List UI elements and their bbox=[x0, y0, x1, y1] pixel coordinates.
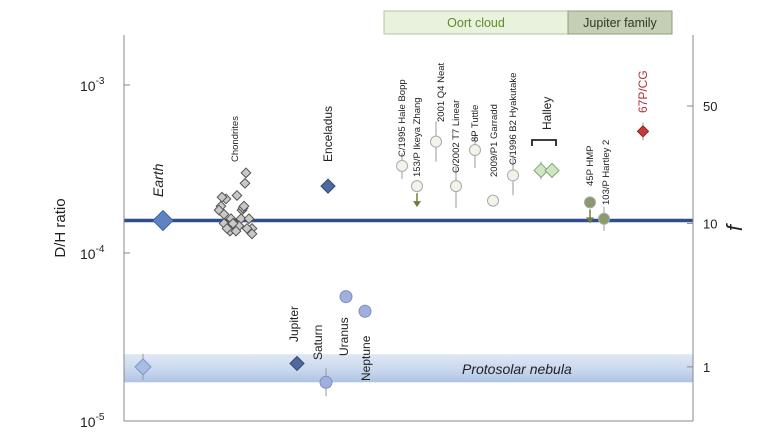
halley-bracket-label: Halley bbox=[540, 97, 554, 130]
chondrite-marker bbox=[246, 228, 258, 240]
header-jupiter-family bbox=[567, 10, 673, 35]
earth-marker bbox=[152, 209, 174, 232]
y-axis-label: D/H ratio bbox=[52, 198, 69, 257]
chondrite-marker bbox=[231, 189, 243, 201]
45p-hmp-marker bbox=[584, 196, 596, 209]
y-tick-label: 10-5 bbox=[80, 412, 105, 430]
bands-layer bbox=[124, 354, 693, 383]
enceladus-label: Enceladus bbox=[321, 106, 335, 162]
153-p-ikeya-zhang-upper-limit-arrow bbox=[413, 193, 421, 208]
2009-p1-garradd-label: 2009/P1 Garradd bbox=[489, 104, 500, 177]
y-tick-label: 10-4 bbox=[80, 244, 105, 262]
saturn-marker bbox=[319, 375, 333, 389]
neptune-label: Neptune bbox=[359, 335, 373, 381]
45p-hmp-label: 45P HMP bbox=[585, 146, 596, 186]
2001-q4-neat-marker bbox=[430, 135, 442, 148]
header-oort-cloud-label: Oort cloud bbox=[447, 16, 505, 30]
jupiter-label: Jupiter bbox=[287, 306, 301, 342]
labels-layer: Protosolar nebula Earth Chondrites Enceladu… bbox=[150, 62, 650, 381]
c-1996-b2-hyakutake-label: C/1996 B2 Hyakutake bbox=[508, 73, 519, 165]
y2-tick-label: 50 bbox=[703, 99, 717, 114]
jupiter-marker bbox=[289, 355, 305, 372]
67p-marker bbox=[636, 125, 650, 138]
103-p-hartley-2-label: 103/P Hartley 2 bbox=[601, 140, 612, 205]
earth-label: Earth bbox=[150, 163, 166, 197]
chondrite-marker bbox=[243, 213, 255, 225]
axes-layer bbox=[123, 35, 694, 422]
c-1996-b2-hyakutake-marker bbox=[507, 169, 519, 182]
8p-tuttle-marker bbox=[469, 144, 481, 157]
chondrite-marker bbox=[227, 217, 239, 229]
y-tick-label: 10-3 bbox=[80, 76, 105, 94]
153-p-ikeya-zhang-marker bbox=[411, 180, 423, 193]
y2-tick-label: 1 bbox=[703, 360, 710, 375]
8p-tuttle-label: 8P Tuttle bbox=[470, 105, 481, 142]
2001-q4-neat-label: 2001 Q4 Neat bbox=[436, 62, 447, 122]
uranus-label: Uranus bbox=[337, 317, 351, 356]
chondrite-marker bbox=[221, 222, 233, 234]
halley-bracket bbox=[531, 139, 557, 146]
67p-label: 67P/CG bbox=[636, 70, 650, 113]
chondrite-marker bbox=[239, 177, 251, 189]
y2-axis-label: f bbox=[722, 222, 747, 231]
c-1995-hale-bopp-marker bbox=[396, 159, 408, 172]
c-2002-t7-linear-marker bbox=[450, 180, 462, 193]
protosolar-band bbox=[124, 354, 693, 383]
saturn-label: Saturn bbox=[311, 325, 325, 360]
chondrite-marker bbox=[230, 225, 242, 237]
45p-hmp-upper-limit-arrow bbox=[586, 209, 594, 224]
chondrites-label: Chondrites bbox=[230, 116, 241, 162]
chondrite-marker bbox=[241, 222, 253, 234]
chondrite-marker bbox=[240, 167, 252, 179]
uranus-marker bbox=[339, 290, 353, 304]
protosolar-band-label: Protosolar nebula bbox=[462, 361, 572, 377]
protosolar-marker bbox=[134, 358, 152, 376]
103-p-hartley-2-marker bbox=[598, 212, 610, 225]
chondrite-marker bbox=[238, 200, 250, 212]
c-1995-hale-bopp-label: C/1995 Hale Bopp bbox=[397, 79, 408, 157]
ticks-layer: 10-3 10-4 10-5 50 10 1 bbox=[80, 76, 717, 430]
header-jupiter-family-label: Jupiter family bbox=[583, 16, 657, 30]
c-2002-t7-linear-label: C/2002 T7 Linear bbox=[451, 100, 462, 173]
neptune-marker bbox=[358, 304, 372, 318]
153-p-ikeya-zhang-label: 153/P Ikeya Zhang bbox=[412, 97, 423, 177]
y2-tick-label: 10 bbox=[703, 216, 717, 231]
halley-marker bbox=[533, 162, 549, 179]
points-layer bbox=[134, 121, 650, 397]
group-headers-layer: Oort cloud Jupiter family bbox=[383, 10, 673, 35]
153-p-ikeya-zhang-upper-limit-arrow-head bbox=[413, 201, 421, 208]
2009-p1-garradd-marker bbox=[487, 194, 499, 207]
enceladus-marker bbox=[320, 178, 336, 194]
45p-hmp-upper-limit-arrow-head bbox=[586, 217, 594, 224]
halley-marker bbox=[544, 162, 560, 179]
